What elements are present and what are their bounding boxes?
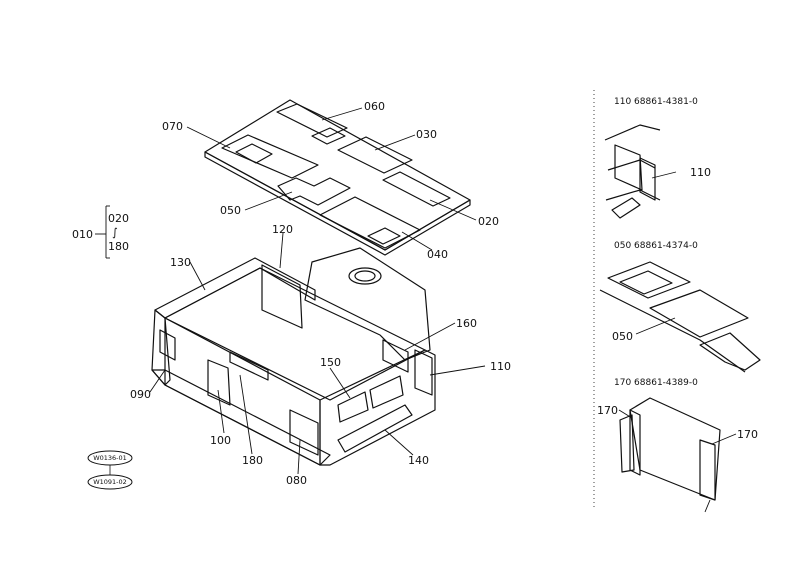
mat-piece-050 <box>277 177 351 206</box>
mat-edge <box>204 151 471 256</box>
detail-050-drawing <box>599 261 761 373</box>
detail-110-callout: 110 <box>690 166 711 179</box>
cabin-liner-assembly <box>151 247 436 466</box>
serial-tag-1: W0136-01 <box>93 454 127 462</box>
label-060: 060 <box>364 100 385 113</box>
label-080: 080 <box>286 474 307 487</box>
tank-cap-outer <box>348 267 382 285</box>
mat-piece-030 <box>337 136 413 174</box>
detail-110-header: 110 68861-4381-0 <box>614 97 698 107</box>
label-180: 180 <box>242 454 263 467</box>
mat-piece-070-cut <box>235 143 273 164</box>
label-120: 120 <box>272 223 293 236</box>
label-160: 160 <box>456 317 477 330</box>
floor-mat-assembly <box>204 99 471 256</box>
panel-090 <box>159 329 176 361</box>
label-140: 140 <box>408 454 429 467</box>
mat-piece-060-tab <box>311 127 346 145</box>
panel-160 <box>382 339 409 373</box>
right-wall <box>319 349 436 466</box>
mat-outline <box>204 99 471 251</box>
label-020: 020 <box>478 215 499 228</box>
detail-110-drawing <box>604 124 677 219</box>
panel-120 <box>261 264 303 329</box>
rear-tank-housing <box>304 247 431 361</box>
mat-piece-040-tab <box>367 227 401 245</box>
label-180-range: 180 <box>108 240 129 253</box>
mat-piece-070 <box>221 134 319 179</box>
label-range-brace: ∫ <box>112 226 118 239</box>
label-150: 150 <box>320 356 341 369</box>
label-010: 010 <box>72 228 93 241</box>
panel-110 <box>414 349 433 396</box>
panel-150b <box>369 375 404 409</box>
strip-180 <box>229 351 269 381</box>
label-040: 040 <box>427 248 448 261</box>
leader-lines <box>95 107 486 475</box>
detail-labels: 110 68861-4381-0 110 050 68861-4374-0 05… <box>597 97 758 441</box>
label-110: 110 <box>490 360 511 373</box>
part-labels: 010 020 ∫ 180 070 060 030 020 040 050 12… <box>72 100 511 487</box>
detail-170-callout-left: 170 <box>597 404 618 417</box>
detail-170-callout-right: 170 <box>737 428 758 441</box>
detail-050-header: 050 68861-4374-0 <box>614 241 698 251</box>
mat-piece-020 <box>382 171 451 207</box>
mat-piece-060 <box>276 103 348 138</box>
label-030: 030 <box>416 128 437 141</box>
label-070: 070 <box>162 120 183 133</box>
detail-050-callout: 050 <box>612 330 633 343</box>
panel-100 <box>207 359 231 406</box>
detail-170-header: 170 68861-4389-0 <box>614 378 698 388</box>
label-090: 090 <box>130 388 151 401</box>
serial-tags: W0136-01 W1091-02 <box>93 454 127 486</box>
detail-170-drawing <box>618 397 737 513</box>
left-corner-panel <box>151 309 171 386</box>
serial-tag-2: W1091-02 <box>93 478 127 486</box>
front-wall-bottom <box>151 369 331 466</box>
panel-150 <box>337 391 369 423</box>
label-020-range: 020 <box>108 212 129 225</box>
label-130: 130 <box>170 256 191 269</box>
mat-piece-040 <box>319 196 421 249</box>
label-100: 100 <box>210 434 231 447</box>
tank-cap-inner <box>354 270 376 282</box>
panel-080 <box>289 409 319 456</box>
label-050: 050 <box>220 204 241 217</box>
strip-140 <box>337 404 413 453</box>
